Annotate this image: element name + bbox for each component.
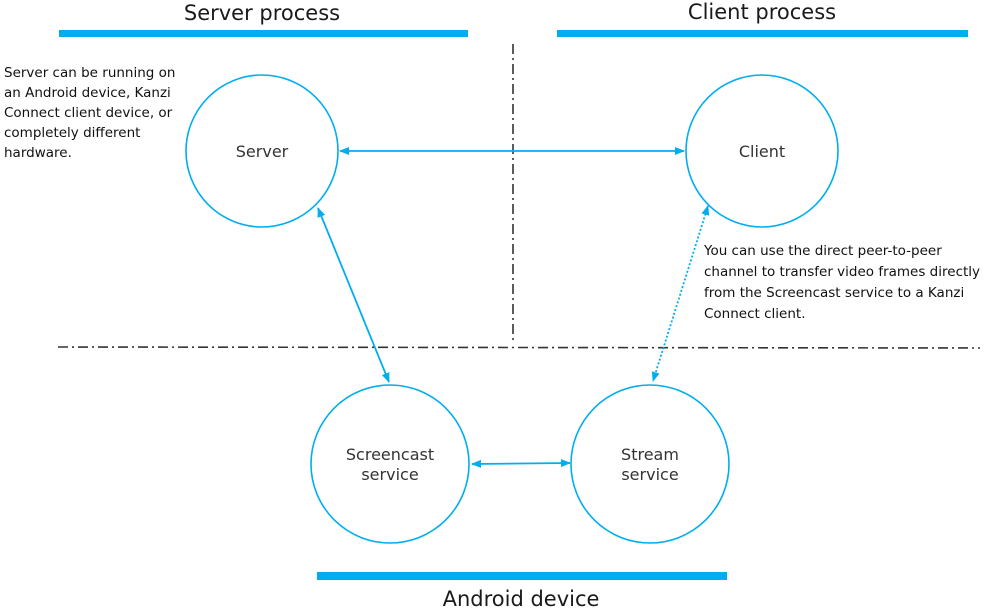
screencast-service-node: Screencast service bbox=[310, 384, 470, 544]
horizontal-divider bbox=[57, 346, 981, 349]
stream-service-label-line-2: service bbox=[621, 465, 678, 484]
screencast-service-label-line-2: service bbox=[361, 465, 418, 484]
screencast-service-label-line-1: Screencast bbox=[346, 445, 434, 464]
server-note-line-4: completely different bbox=[4, 125, 140, 141]
client-process-bar bbox=[557, 30, 968, 37]
server-screencast-arrow bbox=[317, 207, 390, 383]
peer-channel-note-line-2: channel to transfer video frames directl… bbox=[704, 264, 980, 280]
android-device-bar bbox=[317, 572, 727, 580]
server-node-label: Server bbox=[236, 142, 289, 161]
peer-channel-note: You can use the direct peer-to-peer chan… bbox=[703, 243, 984, 322]
client-node-label: Client bbox=[739, 142, 785, 161]
server-note-line-5: hardware. bbox=[4, 145, 72, 161]
stream-service-node: Stream service bbox=[570, 384, 730, 544]
server-note-line-2: an Android device, Kanzi bbox=[4, 85, 171, 101]
peer-channel-note-line-3: from the Screencast service to a Kanzi bbox=[704, 285, 964, 301]
server-process-title: Server process bbox=[184, 1, 340, 25]
server-process-bar bbox=[59, 30, 468, 37]
server-note: Server can be running on an Android devi… bbox=[4, 65, 180, 161]
stream-service-label-line-1: Stream bbox=[621, 445, 679, 464]
peer-channel-note-line-1: You can use the direct peer-to-peer bbox=[703, 243, 942, 259]
client-node: Client bbox=[685, 74, 839, 228]
client-stream-peer-arrow bbox=[651, 205, 710, 382]
server-note-line-1: Server can be running on bbox=[4, 65, 175, 81]
peer-channel-note-line-4: Connect client. bbox=[704, 306, 805, 322]
server-note-line-3: Connect client device, or bbox=[4, 105, 173, 121]
server-node: Server bbox=[185, 74, 339, 228]
client-process-title: Client process bbox=[688, 0, 836, 24]
screencast-stream-arrow bbox=[471, 459, 571, 468]
android-device-title: Android device bbox=[443, 587, 600, 610]
